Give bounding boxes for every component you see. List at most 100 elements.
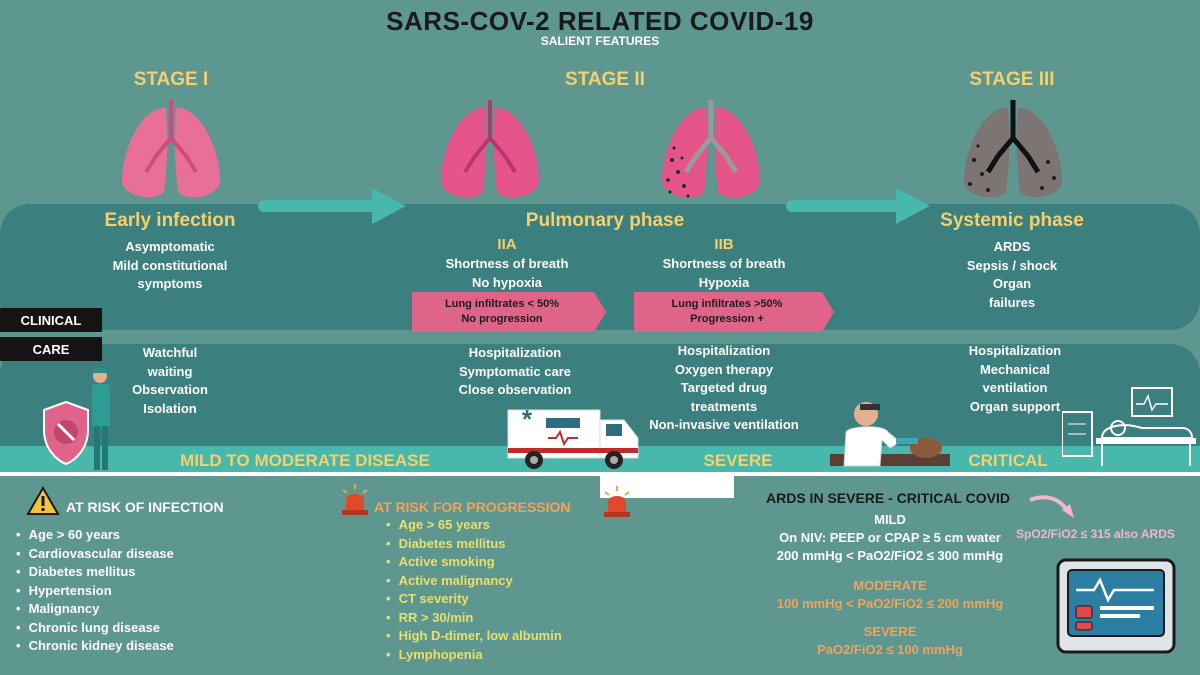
symptom-line: ARDS — [993, 239, 1031, 254]
list-item: Age > 60 years — [16, 526, 174, 545]
care-line: ventilation — [982, 380, 1048, 395]
care-line: Hospitalization — [677, 343, 771, 358]
hypoxic-lungs-icon — [661, 100, 761, 198]
list-item: Hypertension — [16, 582, 174, 601]
ards-moderate-line: 100 mmHg < PaO2/FiO2 ≤ 200 mmHg — [776, 596, 1004, 611]
list-item: CT severity — [386, 590, 562, 609]
infected-lungs-icon — [440, 100, 540, 198]
phase-systemic: Systemic phase — [940, 210, 1084, 231]
list-item: Cardiovascular disease — [16, 545, 174, 564]
ards-mild-label: MILD — [874, 512, 906, 527]
risk-infection-list: Age > 60 years Cardiovascular disease Di… — [16, 526, 174, 656]
clinical-label: CLINICAL — [0, 308, 102, 332]
list-item: Age > 65 years — [386, 516, 562, 535]
warning-icon — [26, 486, 60, 515]
doctor-shield-icon — [43, 368, 110, 470]
pink-arrow-box — [412, 292, 606, 332]
infiltrate-line: Lung infiltrates >50% — [671, 298, 783, 310]
care-stage-3: Hospitalization Mechanical ventilation O… — [940, 342, 1090, 416]
page-title: SARS-COV-2 RELATED COVID-19 — [386, 6, 814, 36]
symptom-line: symptoms — [137, 276, 203, 291]
list-item: High D-dimer, low albumin — [386, 627, 562, 646]
stage-2a-symptoms: Shortness of breath No hypoxia — [412, 255, 602, 292]
list-item: Chronic kidney disease — [16, 637, 174, 656]
list-item: Lymphopenia — [386, 646, 562, 665]
stage-2a-infiltrates: Lung infiltrates < 50% No progression — [412, 297, 592, 327]
spo2-note: SpO2/FiO2 ≤ 315 also ARDS — [1016, 527, 1175, 541]
phase-early-infection: Early infection — [104, 210, 236, 231]
arrow-right-icon — [786, 188, 930, 224]
icu-bed-icon — [1062, 387, 1196, 466]
ambulance-icon — [507, 409, 639, 469]
intubation-icon — [830, 402, 950, 467]
monitor-icon — [1056, 558, 1176, 654]
care-line: Close observation — [458, 382, 572, 397]
stage-1-label: STAGE I — [133, 69, 209, 90]
ards-severe-label: SEVERE — [863, 624, 917, 639]
progression-line: Progression + — [690, 313, 764, 325]
risk-infection-title: AT RISK OF INFECTION — [66, 499, 224, 515]
severity-severe: SEVERE — [703, 451, 773, 470]
care-line: Isolation — [143, 400, 197, 416]
stage-2b-symptoms: Shortness of breath Hypoxia — [634, 255, 814, 292]
symptom-line: Shortness of breath — [662, 256, 786, 271]
care-stage-1: Watchful waiting Observation Isolation — [100, 344, 240, 418]
stage-1-symptoms: Asymptomatic Mild constitutional symptom… — [70, 238, 270, 294]
care-line: treatments — [690, 398, 758, 414]
ards-title: ARDS IN SEVERE - CRITICAL COVID — [766, 490, 1010, 506]
care-line: Mechanical — [979, 361, 1051, 377]
stage-3-symptoms: ARDS Sepsis / shock Organ failures — [932, 238, 1092, 312]
care-label: CARE — [0, 337, 102, 361]
ards-severe: SEVERE PaO2/FiO2 ≤ 100 mmHg — [754, 623, 1026, 659]
stage-2b-infiltrates: Lung infiltrates >50% Progression + — [634, 297, 820, 327]
damaged-lungs-icon — [963, 100, 1063, 198]
symptom-line: Organ — [992, 276, 1032, 291]
curved-arrow-icon — [1029, 495, 1074, 518]
pink-arrow-box — [634, 292, 834, 332]
list-item: RR > 30/min — [386, 609, 562, 628]
symptom-line: Hypoxia — [698, 274, 750, 290]
infiltrate-line: Lung infiltrates < 50% — [445, 298, 559, 310]
risk-progression-list: Age > 65 years Diabetes mellitus Active … — [386, 516, 562, 664]
progression-line: No progression — [461, 313, 543, 325]
ards-mild-line: 200 mmHg < PaO2/FiO2 ≤ 300 mmHg — [776, 548, 1004, 563]
care-line: Oxygen therapy — [674, 361, 774, 377]
care-line: Non-invasive ventilation — [649, 417, 799, 432]
care-stage-2a: Hospitalization Symptomatic care Close o… — [430, 344, 600, 400]
alarm-light-icon — [604, 486, 630, 517]
alarm-light-icon — [342, 484, 368, 515]
ards-mild-line: On NIV: PEEP or CPAP ≥ 5 cm water — [779, 530, 1001, 545]
page-subtitle: SALIENT FEATURES — [540, 34, 660, 48]
stage-2a-label: IIA — [497, 236, 517, 253]
asterisk-icon: * — [521, 404, 533, 434]
severe-notch — [600, 472, 734, 498]
phase-pulmonary: Pulmonary phase — [525, 210, 685, 231]
care-line: Symptomatic care — [459, 363, 571, 379]
list-item: Chronic lung disease — [16, 619, 174, 638]
stage-2-label: STAGE II — [565, 69, 645, 90]
stage-2b-label: IIB — [714, 236, 734, 253]
list-item: Diabetes mellitus — [16, 563, 174, 582]
symptom-line: No hypoxia — [471, 274, 543, 290]
healthy-lungs-icon — [121, 100, 221, 198]
symptom-line: Asymptomatic — [125, 239, 215, 254]
care-line: Targeted drug — [680, 380, 768, 395]
list-item: Diabetes mellitus — [386, 535, 562, 554]
list-item: Malignancy — [16, 600, 174, 619]
severity-critical: CRITICAL — [968, 451, 1048, 470]
ards-mild: MILD On NIV: PEEP or CPAP ≥ 5 cm water 2… — [754, 511, 1026, 565]
symptom-line: Mild constitutional — [112, 257, 228, 273]
risk-progression-title: AT RISK FOR PROGRESSION — [374, 499, 571, 515]
ards-severe-line: PaO2/FiO2 ≤ 100 mmHg — [817, 642, 963, 657]
symptom-line: failures — [988, 294, 1036, 310]
arrow-right-icon — [258, 188, 406, 224]
care-line: waiting — [147, 363, 193, 379]
severity-mild: MILD TO MODERATE DISEASE — [180, 451, 430, 470]
list-item: Active malignancy — [386, 572, 562, 591]
care-stage-2b: Hospitalization Oxygen therapy Targeted … — [626, 342, 822, 435]
ards-moderate-label: MODERATE — [853, 578, 927, 593]
stage-3-label: STAGE III — [969, 69, 1055, 90]
care-line: Hospitalization — [968, 343, 1062, 358]
care-line: Watchful — [142, 345, 198, 360]
symptom-line: Sepsis / shock — [966, 257, 1058, 273]
